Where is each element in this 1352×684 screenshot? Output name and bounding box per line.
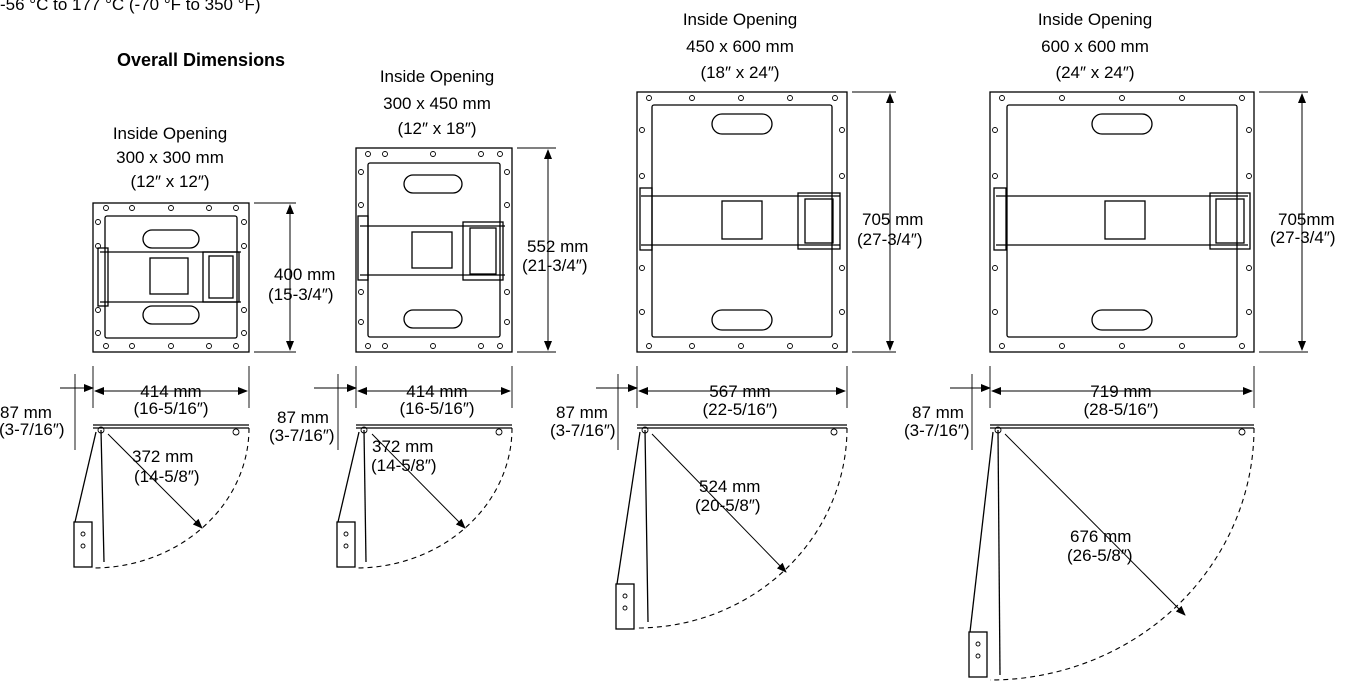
variant-4-height-label: 705mm	[1278, 210, 1335, 229]
variant-2-height-label: 552 mm	[527, 237, 589, 256]
variant-3-front-view	[636, 91, 896, 353]
variant-3-side-view	[596, 366, 848, 630]
variant-4-caption-line-1: Inside Opening	[1037, 10, 1153, 29]
variant-1-width-label-inch: (16-5/16″)	[133, 399, 209, 418]
variant-4-depth-label-inch: (3-7/16″)	[904, 421, 970, 440]
variant-4-depth-label: 87 mm	[912, 403, 964, 422]
variant-1-swing-label-inch: (14-5/8″)	[134, 467, 200, 486]
variant-2-caption-line-1: Inside Opening	[379, 67, 495, 86]
variant-3-caption-line-1: Inside Opening	[682, 10, 798, 29]
variant-1-caption-line-2: 300 x 300 mm	[116, 148, 224, 167]
variant-3-swing-label-inch: (20-5/8″)	[695, 496, 761, 515]
variant-4-side-view	[950, 366, 1255, 681]
variant-2-width-label-inch: (16-5/16″)	[399, 399, 475, 418]
variant-2-swing-label: 372 mm	[372, 437, 434, 456]
variant-2-height-label-inch: (21-3/4″)	[522, 256, 588, 275]
variant-2-caption-line-3: (12″ x 18″)	[397, 119, 477, 138]
variant-2-depth-label-inch: (3-7/16″)	[269, 426, 335, 445]
variant-1-depth-label-inch: (3-7/16″)	[0, 420, 65, 439]
variant-1-caption-line-3: (12″ x 12″)	[130, 172, 210, 191]
variant-1-depth-label: 87 mm	[0, 403, 52, 422]
variant-4-swing-label: 676 mm	[1070, 527, 1132, 546]
variant-2-depth-label: 87 mm	[277, 408, 329, 427]
variant-3-caption-line-2: 450 x 600 mm	[686, 37, 794, 56]
variant-4-swing-label-inch: (26-5/8″)	[1067, 546, 1133, 565]
variant-3-caption-line-3: (18″ x 24″)	[700, 63, 780, 82]
variant-4-front-view	[989, 91, 1308, 353]
variant-2-caption-line-2: 300 x 450 mm	[383, 94, 491, 113]
section-title: Overall Dimensions	[117, 50, 286, 70]
variant-1-front-view	[92, 202, 296, 353]
variant-4-caption-line-3: (24″ x 24″)	[1055, 63, 1135, 82]
variant-1-swing-label: 372 mm	[132, 447, 194, 466]
variant-4-caption-line-2: 600 x 600 mm	[1041, 37, 1149, 56]
variant-3-swing-label: 524 mm	[699, 477, 761, 496]
variant-1-height-label-inch: (15-3/4″)	[268, 285, 334, 304]
temperature-range-text: -56 °C to 177 °C (-70 °F to 350 °F)	[0, 0, 261, 14]
variant-3-depth-label: 87 mm	[556, 403, 608, 422]
variant-1-caption-line-1: Inside Opening	[112, 124, 228, 143]
variant-2-side-view	[314, 366, 513, 569]
variant-1-side-view	[60, 366, 250, 569]
variant-3-width-label-inch: (22-5/16″)	[702, 400, 778, 419]
variant-2-front-view	[355, 147, 556, 353]
variant-3-depth-label-inch: (3-7/16″)	[550, 421, 616, 440]
variant-4-width-label-inch: (28-5/16″)	[1083, 400, 1159, 419]
